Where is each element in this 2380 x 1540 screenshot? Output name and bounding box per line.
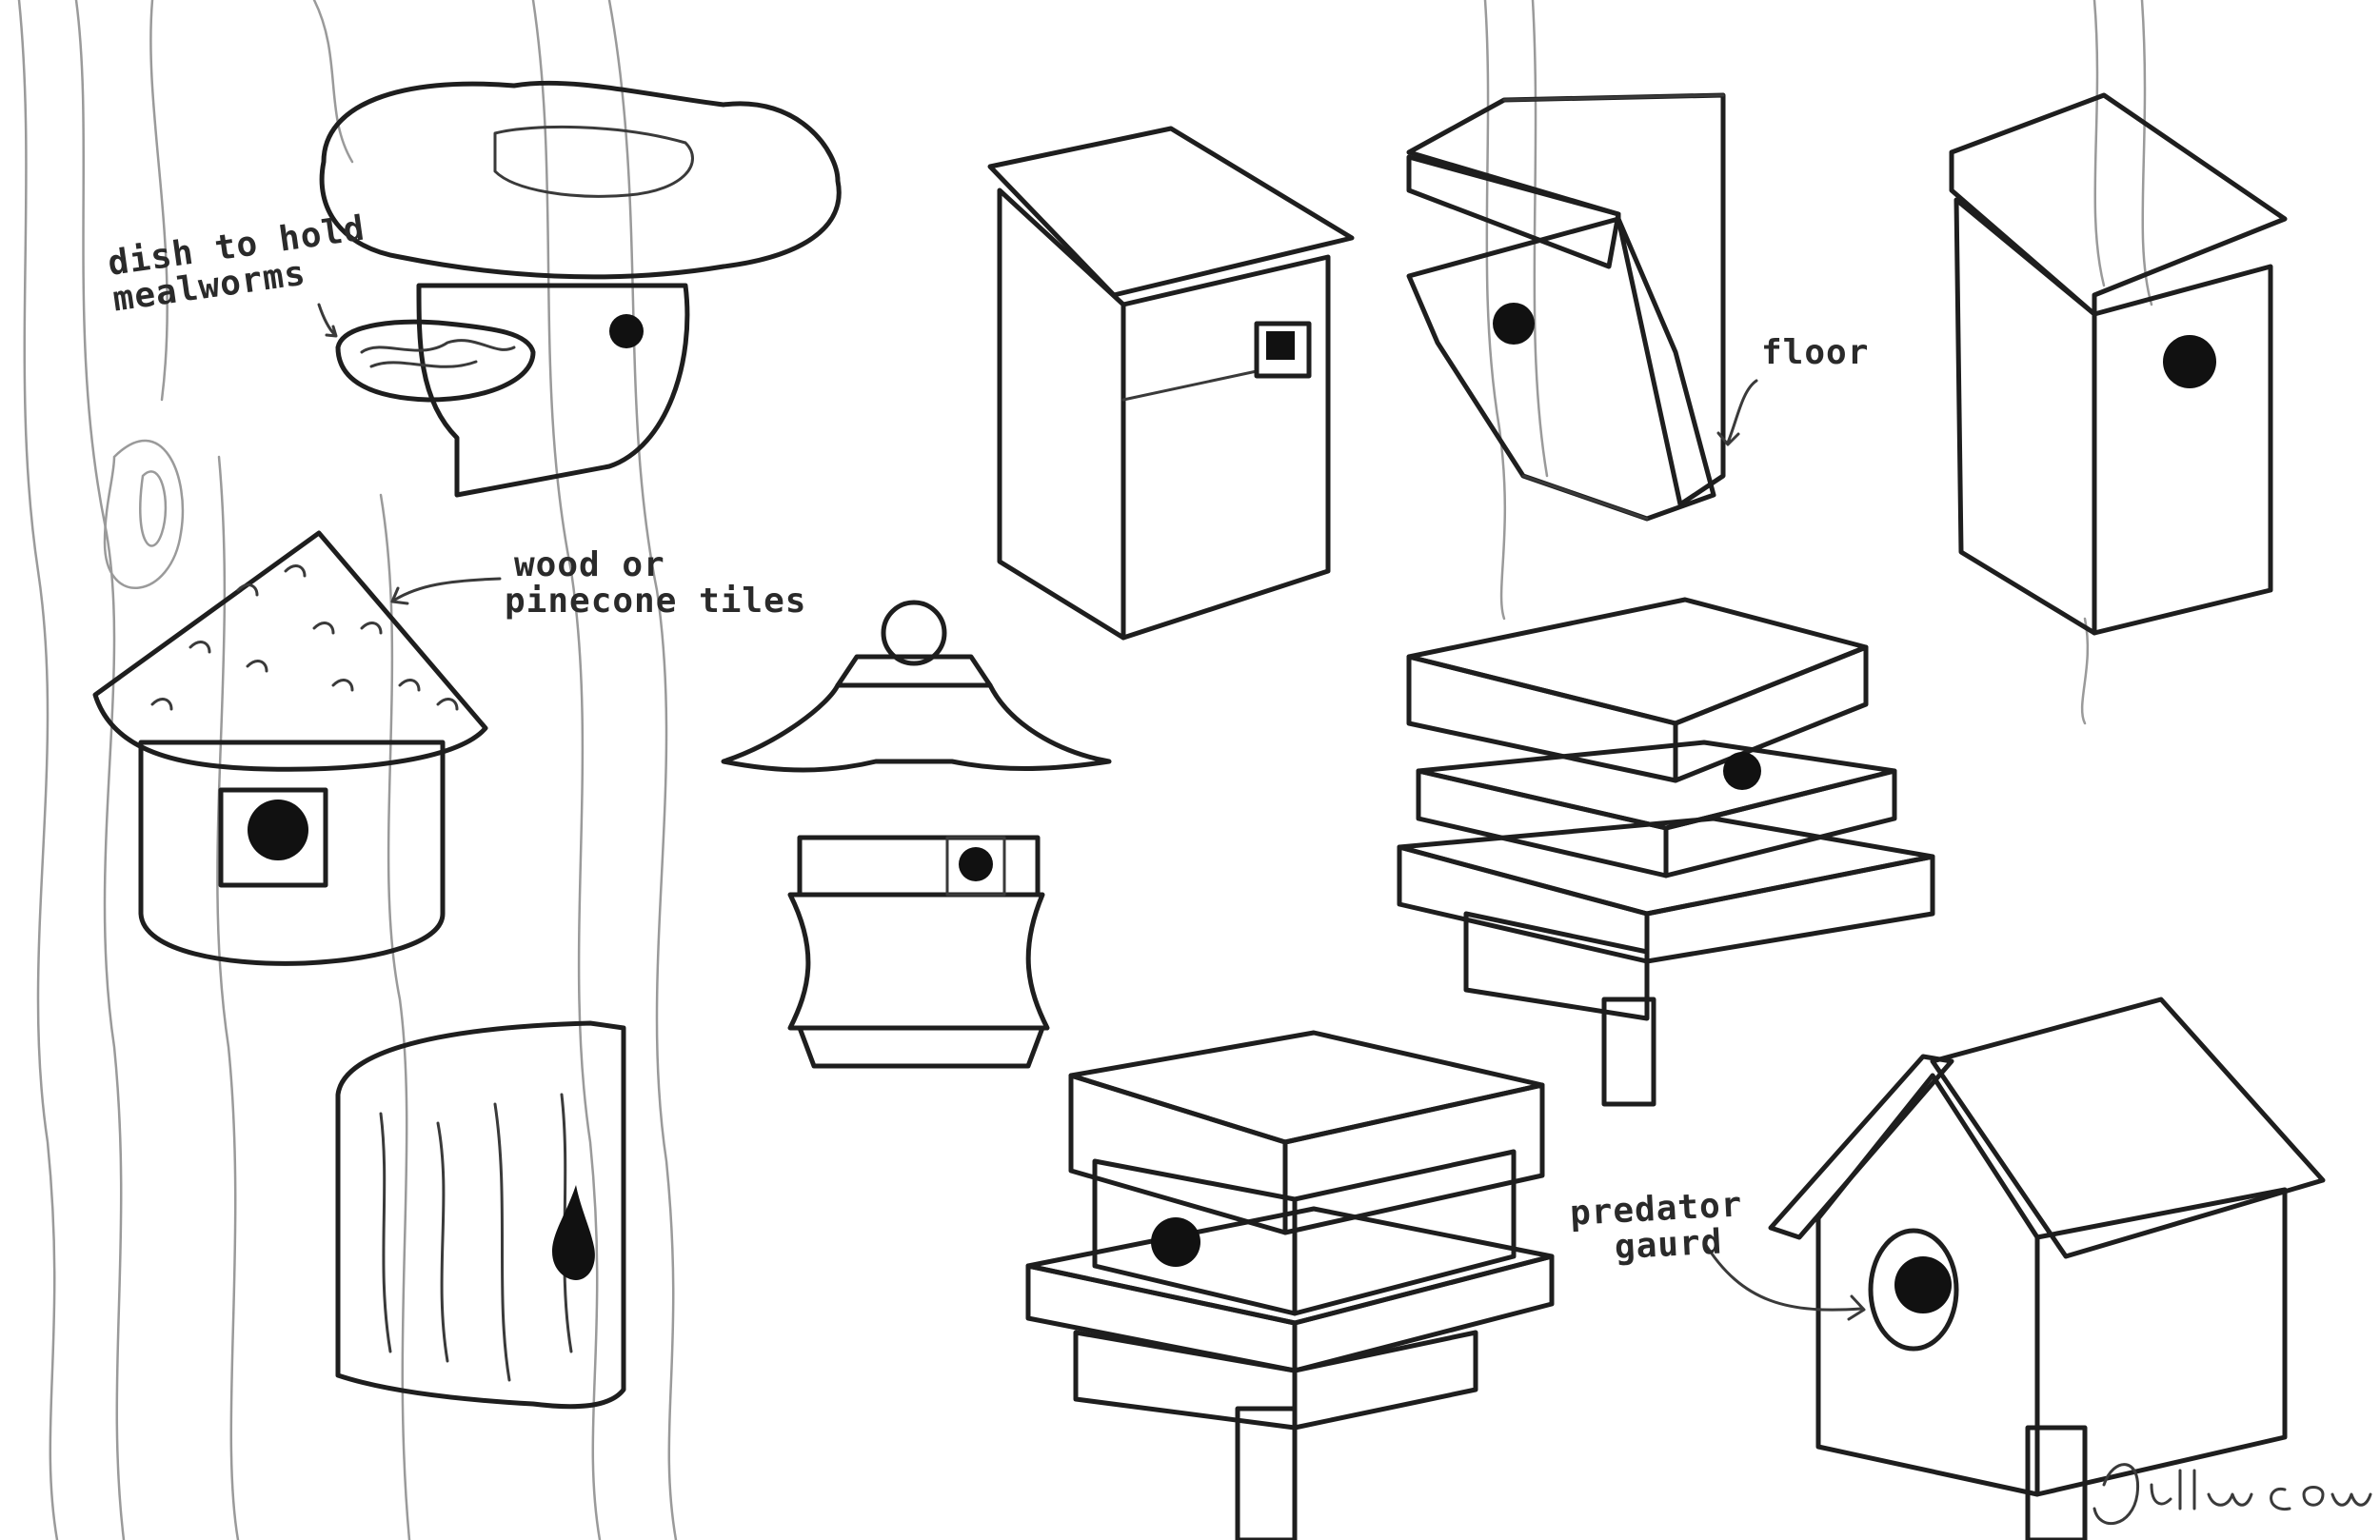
note-guard: predator gaurd [1569, 1185, 1745, 1268]
dish-arrow [317, 303, 338, 338]
signature [2092, 1463, 2372, 1526]
note-tiles-line2: pinecone tiles [505, 581, 807, 621]
tiles-arrow [390, 577, 502, 605]
tree-trunk-left [17, 0, 678, 1540]
birdhouse-tall-slant-roof [987, 126, 1355, 641]
birdhouse-tall-box [1949, 92, 2288, 636]
birdhouse-half-log [335, 1020, 626, 1410]
birdhouse-peaked-roof [1702, 997, 2326, 1540]
note-floor-line1: floor [1761, 333, 1870, 372]
birdhouse-pagoda-lantern [721, 600, 1112, 1069]
birdhouse-round-cone-roof [92, 530, 488, 966]
birdhouse-stacked-tiers-lower [1025, 1030, 1555, 1540]
note-tiles: wood or pinecone tiles [505, 547, 806, 620]
birdhouse-shelf-fungus [319, 80, 842, 498]
floor-arrow [1716, 379, 1758, 446]
note-tiles-line1: wood or [514, 545, 665, 584]
birdhouse-stacked-tiers-upper [1397, 597, 1935, 1107]
birdhouse-angled-floor [1406, 92, 1726, 522]
note-floor: floor [1761, 335, 1869, 371]
